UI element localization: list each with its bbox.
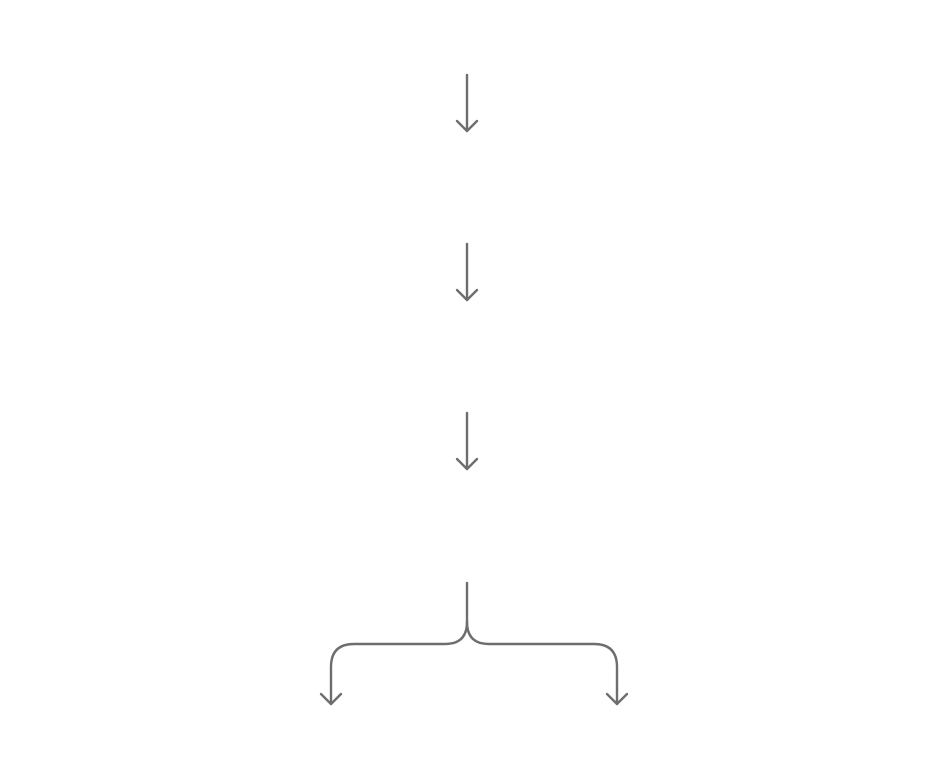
arrow-3 xyxy=(455,411,479,471)
arrow-2 xyxy=(455,242,479,302)
split-arrow-left-head xyxy=(319,692,343,706)
split-arrow-right-branch xyxy=(465,620,619,706)
arrow-1-head xyxy=(455,119,479,133)
arrow-3-head xyxy=(455,457,479,471)
arrow-1 xyxy=(455,73,479,133)
split-arrow-right-head xyxy=(605,692,629,706)
arrow-2-head xyxy=(455,288,479,302)
split-arrow-left-branch xyxy=(329,620,469,706)
split-arrow xyxy=(319,581,629,706)
